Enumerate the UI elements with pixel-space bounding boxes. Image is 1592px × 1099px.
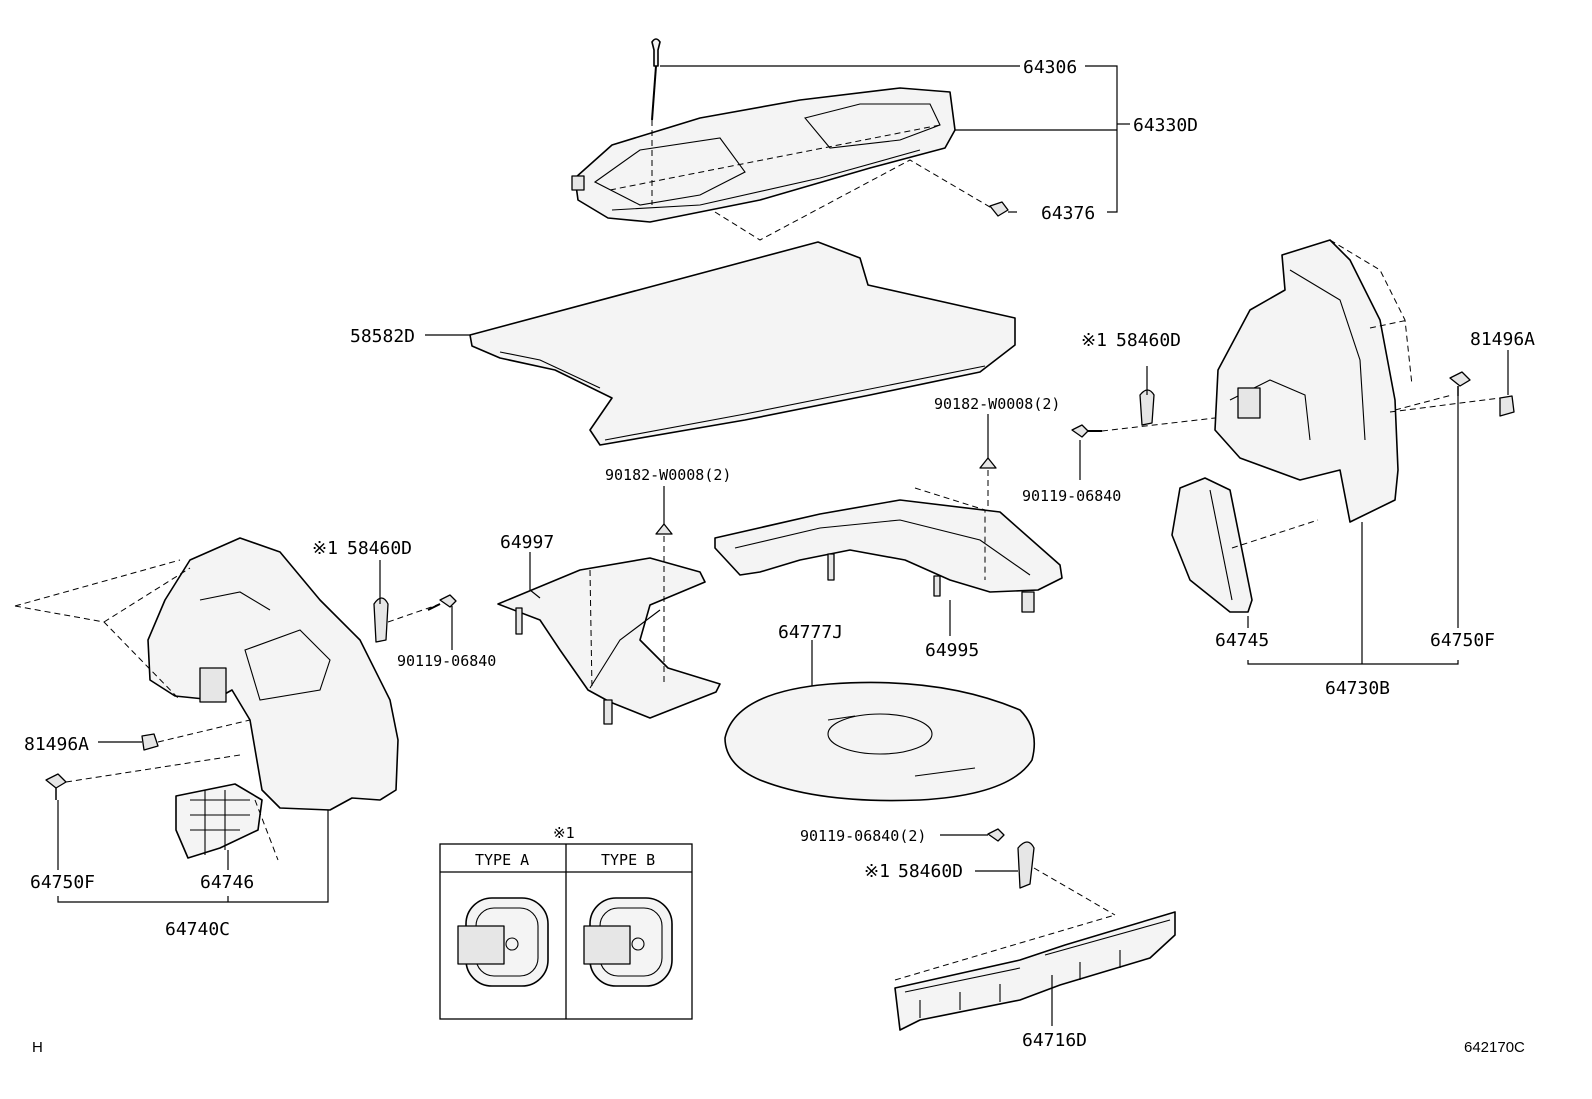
label-81496A-right: 81496A <box>1470 329 1535 350</box>
cover-64746 <box>175 783 263 859</box>
label-81496A-left: 81496A <box>24 734 89 755</box>
type-inset-table: ※1 TYPE A TYPE B <box>439 824 693 1020</box>
label-64730B: 64730B <box>1325 678 1390 699</box>
mark-bottom: ※1 <box>864 861 890 882</box>
label-58460D-bottom: 58460D <box>898 861 963 882</box>
quarter-trim-left-64740C <box>147 537 399 811</box>
inset-mark: ※1 <box>553 824 575 842</box>
bolt-90119-bottom <box>987 828 1005 842</box>
nut-90182-right <box>979 457 997 469</box>
label-64740C: 64740C <box>165 919 230 940</box>
label-64376: 64376 <box>1041 203 1095 224</box>
label-58460D-left: 58460D <box>347 538 412 559</box>
label-58460D-right: 58460D <box>1116 330 1181 351</box>
type-a-hook <box>457 897 549 987</box>
label-90119-right: 90119-06840 <box>1022 487 1121 505</box>
label-58582D: 58582D <box>350 326 415 347</box>
label-64777J: 64777J <box>778 622 843 643</box>
mark-left: ※1 <box>312 538 338 559</box>
package-tray-trim-64330D <box>571 87 956 223</box>
mat-64777J <box>724 681 1036 802</box>
fastener-64750F-right <box>1449 371 1471 396</box>
label-64750F-left: 64750F <box>30 872 95 893</box>
tray-64995 <box>714 499 1063 613</box>
trim-piece-64745 <box>1171 477 1253 613</box>
bracket-58460D-right <box>1139 389 1155 426</box>
nut-90182-center <box>655 523 673 535</box>
box-64997 <box>497 557 721 725</box>
label-64750F-right: 64750F <box>1430 630 1495 651</box>
corner-code-left: H <box>32 1039 43 1056</box>
bracket-58460D-bottom <box>1017 841 1035 889</box>
label-64997: 64997 <box>500 532 554 553</box>
inset-type-a: TYPE A <box>475 851 529 869</box>
clip-81496A-right <box>1499 395 1515 417</box>
clip-81496A-left <box>141 733 159 751</box>
label-90119-bottom: 90119-06840(2) <box>800 827 926 845</box>
label-64745: 64745 <box>1215 630 1269 651</box>
label-90182-right: 90182-W0008(2) <box>934 395 1060 413</box>
bolt-90119-right <box>1071 424 1102 438</box>
label-64716D: 64716D <box>1022 1030 1087 1051</box>
bracket-58460D-left <box>373 597 389 643</box>
label-64995: 64995 <box>925 640 979 661</box>
label-90119-left: 90119-06840 <box>397 652 496 670</box>
fastener-64750F-left <box>45 773 67 800</box>
clip-64376 <box>989 201 1009 217</box>
rod-64306 <box>651 38 661 121</box>
inset-type-b: TYPE B <box>601 851 655 869</box>
label-64330D: 64330D <box>1133 115 1198 136</box>
quarter-trim-right-64730B <box>1214 239 1399 523</box>
diagram-code: 642170C <box>1464 1039 1525 1056</box>
tonneau-cover-58582D <box>469 241 1016 446</box>
label-90182-center: 90182-W0008(2) <box>605 466 731 484</box>
mark-right: ※1 <box>1081 330 1107 351</box>
label-64746: 64746 <box>200 872 254 893</box>
type-b-hook <box>583 897 673 987</box>
label-64306: 64306 <box>1023 57 1077 78</box>
sill-plate-64716D <box>894 911 1176 1031</box>
